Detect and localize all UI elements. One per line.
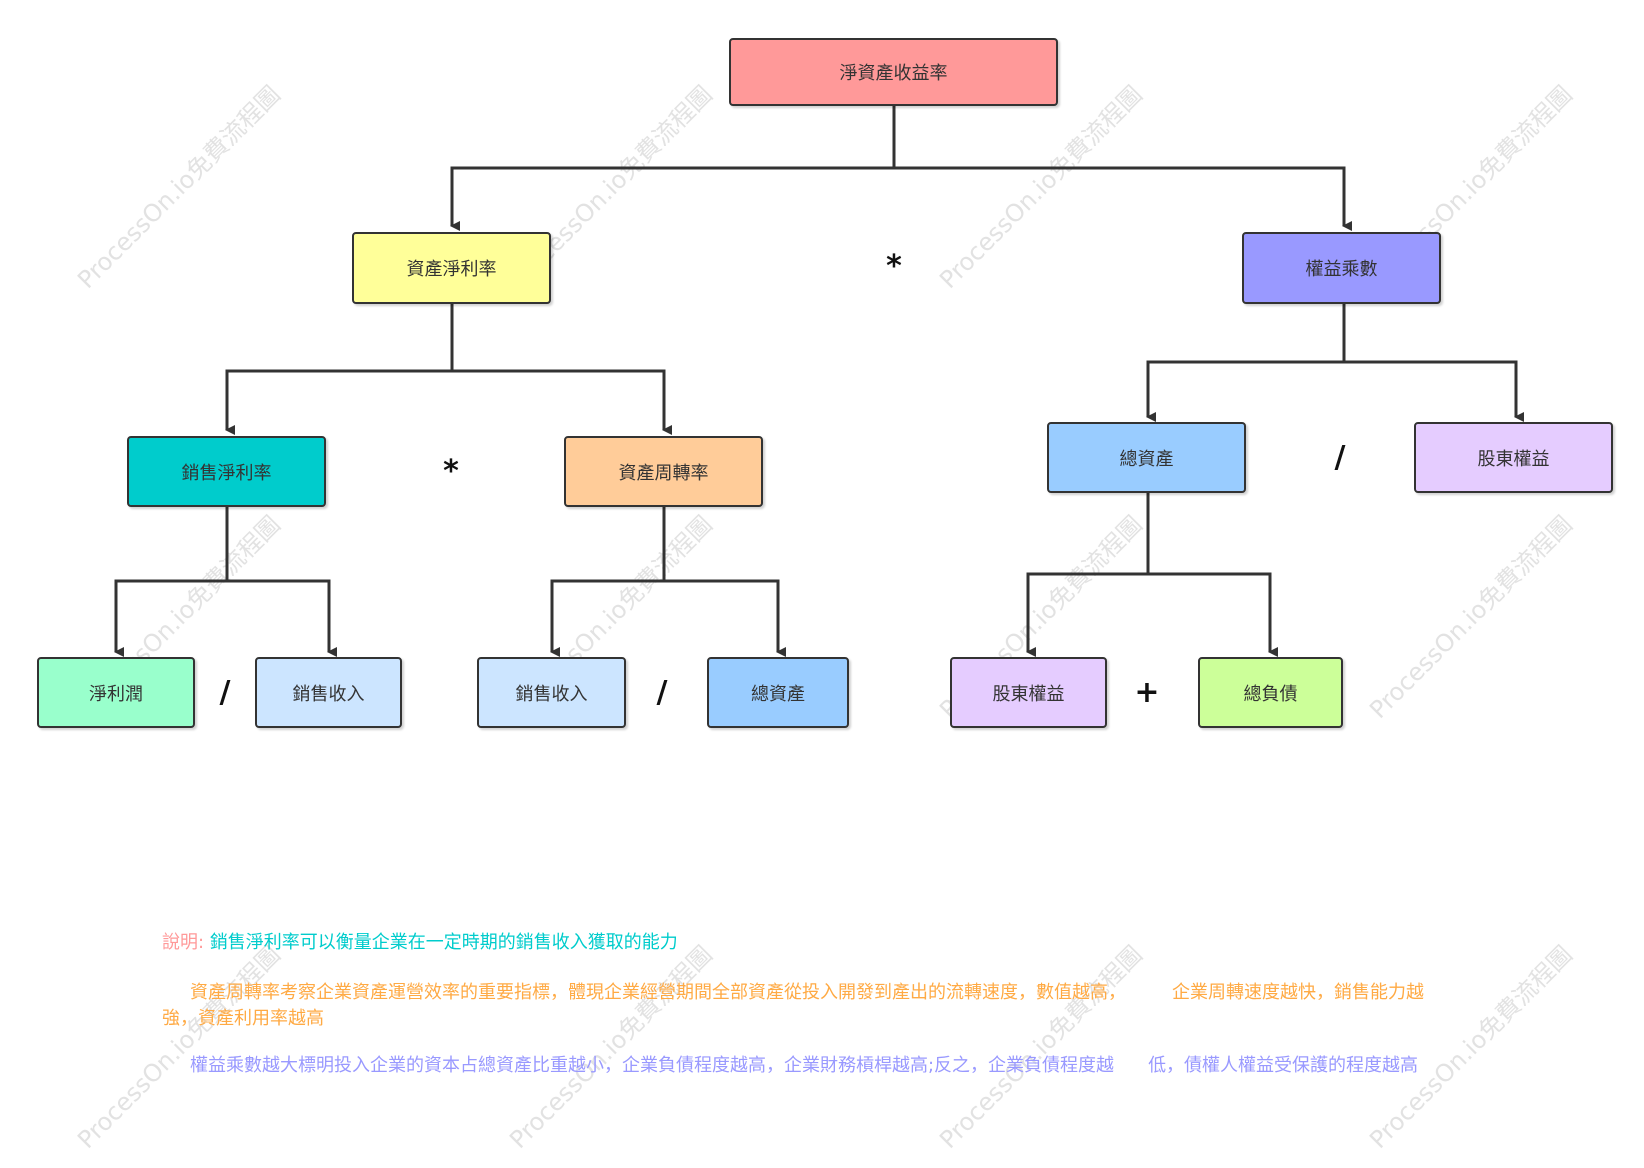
- node-roe[interactable]: 淨資產收益率: [729, 38, 1058, 106]
- node-total-liabilities[interactable]: 總負債: [1198, 657, 1343, 728]
- note-text-2c: 強，資產利用率越高: [162, 1008, 324, 1029]
- operator-multiply: *: [886, 249, 902, 284]
- operator-plus: +: [1134, 675, 1160, 710]
- node-net-profit-margin[interactable]: 銷售淨利率: [127, 436, 326, 507]
- connector-assets-equity: [1026, 493, 1150, 657]
- operator-multiply: *: [443, 454, 459, 489]
- operator-divide: /: [656, 675, 668, 710]
- note-label: 說明:: [162, 932, 205, 953]
- node-shareholder-equity[interactable]: 股東權益: [1414, 422, 1613, 493]
- node-sales-revenue[interactable]: 銷售收入: [477, 657, 626, 728]
- connector-roe-em: [894, 166, 1352, 231]
- note-line-1: 說明: 銷售淨利率可以衡量企業在一定時期的銷售收入獲取的能力: [162, 930, 678, 956]
- connector-assets-liabilities: [1148, 572, 1278, 657]
- node-equity-multiplier[interactable]: 權益乘數: [1242, 232, 1441, 304]
- connector-em-equity: [1344, 360, 1524, 422]
- connector-roe-roa: [450, 106, 896, 231]
- note-text-2a: 資產周轉率考察企業資產運營效率的重要指標，體現企業經營期間全部資產從投入開發到產…: [190, 982, 1126, 1003]
- note-text-3a: 權益乘數越大標明投入企業的資本占總資產比重越小，企業負債程度越高，企業財務槓桿越…: [190, 1055, 1115, 1076]
- connector-npm-sales: [227, 579, 337, 657]
- note-line-2: 資產周轉率考察企業資產運營效率的重要指標，體現企業經營期間全部資產從投入開發到產…: [162, 980, 1532, 1032]
- node-total-assets[interactable]: 總資產: [707, 657, 849, 728]
- connector-roa-at: [452, 369, 672, 435]
- note-line-3: 權益乘數越大標明投入企業的資本占總資產比重越小，企業負債程度越高，企業財務槓桿越…: [162, 1053, 1418, 1079]
- node-sales-revenue[interactable]: 銷售收入: [255, 657, 402, 728]
- connector-roa-npm: [225, 304, 454, 435]
- connector-em-assets: [1146, 304, 1346, 422]
- note-text-3b: 低，債權人權益受保護的程度越高: [1148, 1055, 1419, 1076]
- note-text-2b: 企業周轉速度越快，銷售能力越: [1172, 982, 1424, 1003]
- node-total-assets[interactable]: 總資產: [1047, 422, 1246, 493]
- operator-divide: /: [219, 675, 231, 710]
- node-shareholder-equity[interactable]: 股東權益: [950, 657, 1107, 728]
- node-return-on-assets[interactable]: 資產淨利率: [352, 232, 551, 304]
- node-net-profit[interactable]: 淨利潤: [37, 657, 195, 728]
- node-asset-turnover[interactable]: 資產周轉率: [564, 436, 763, 507]
- connector-at-assets: [664, 579, 786, 657]
- note-text-1: 銷售淨利率可以衡量企業在一定時期的銷售收入獲取的能力: [209, 932, 678, 953]
- connector-at-sales: [550, 507, 666, 657]
- operator-divide: /: [1334, 440, 1346, 475]
- connector-npm-profit: [114, 507, 229, 657]
